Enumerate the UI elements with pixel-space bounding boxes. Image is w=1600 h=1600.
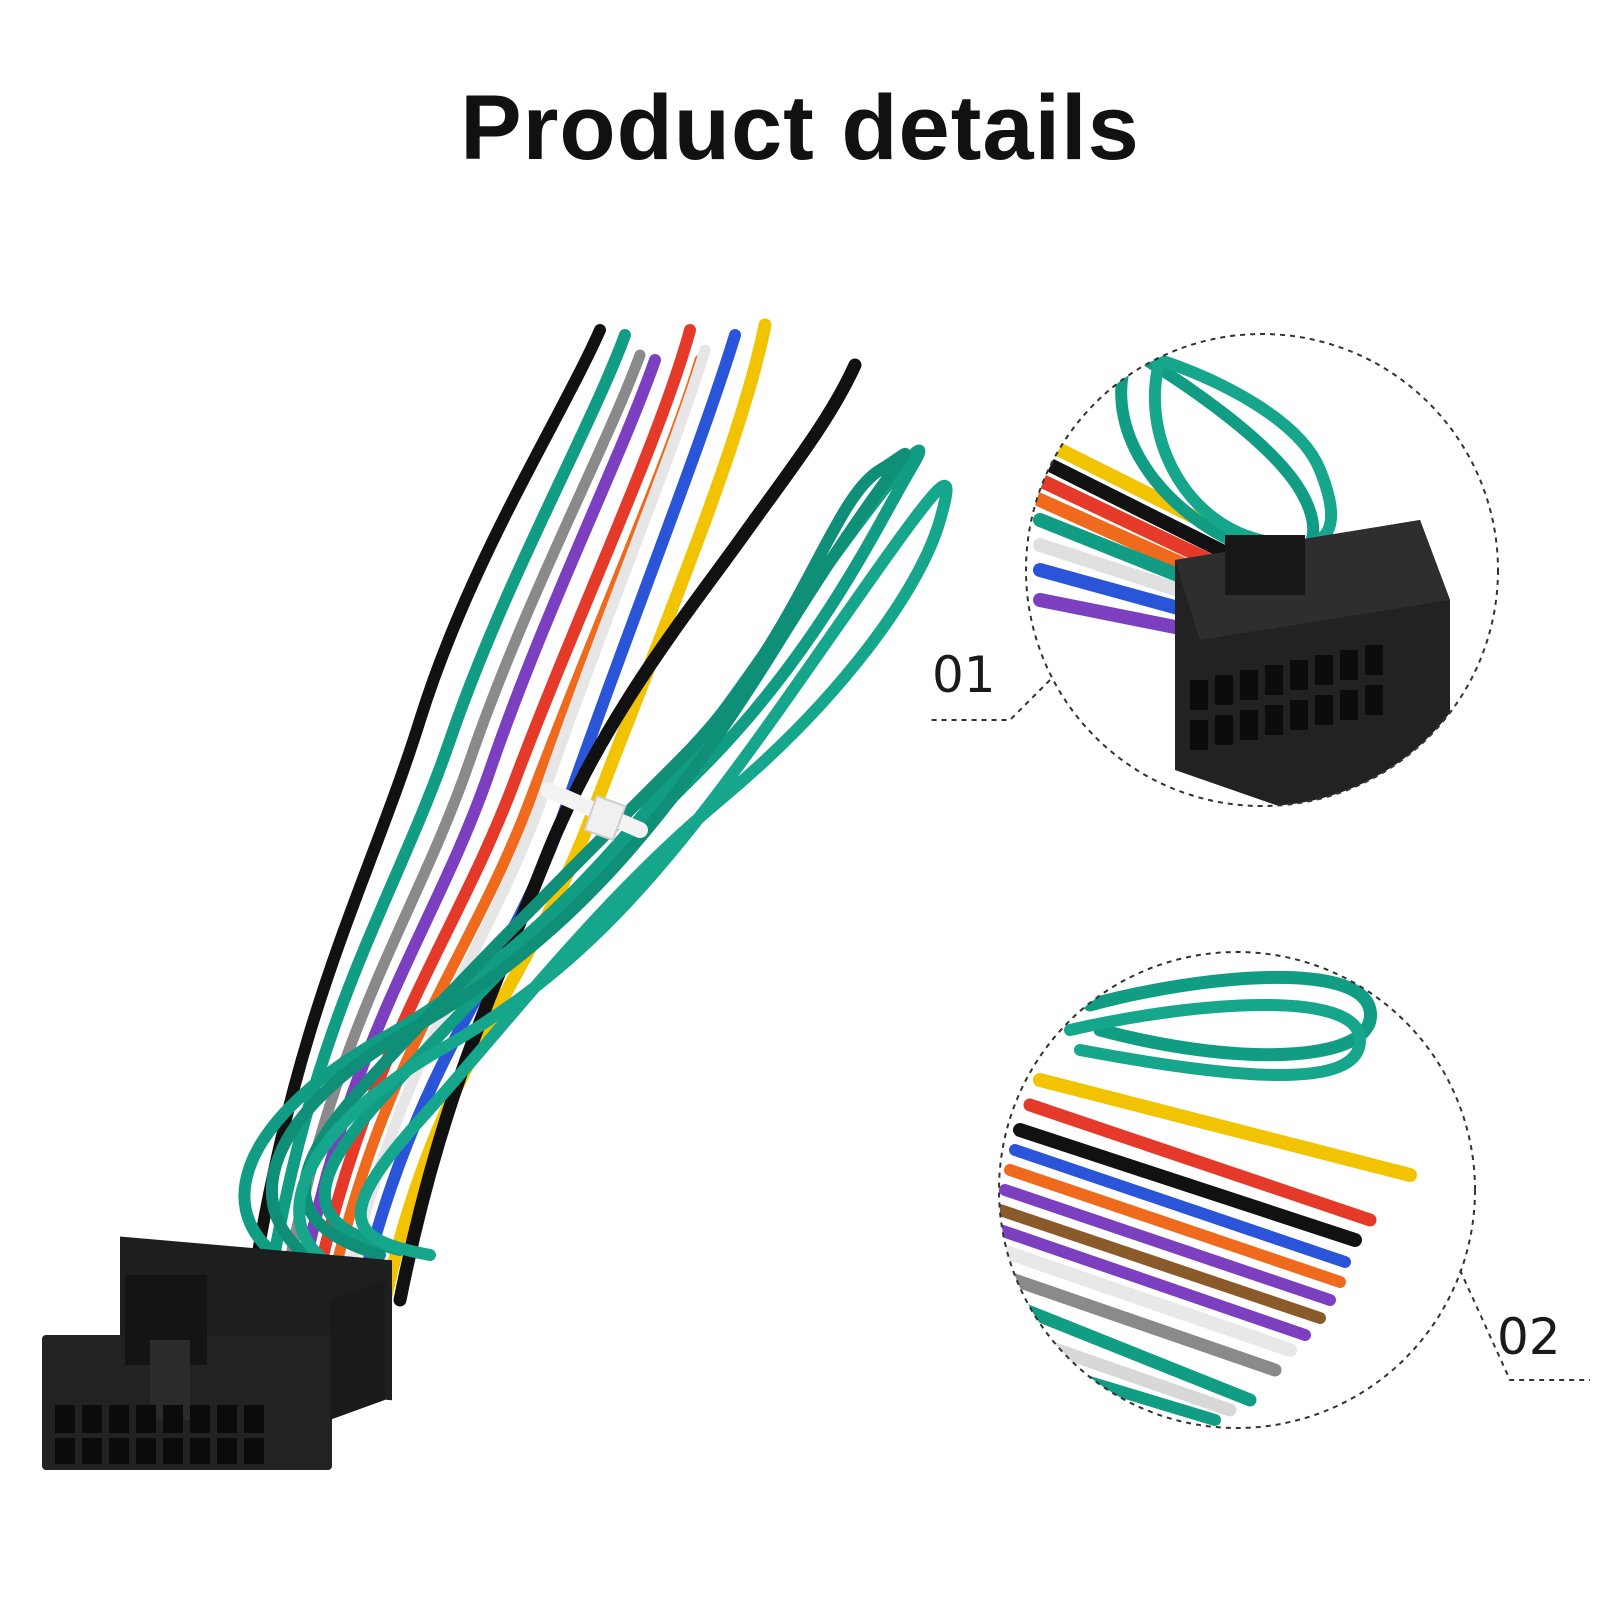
callout-label-01: 01 xyxy=(932,646,996,704)
closeup-01 xyxy=(930,333,1499,807)
callout-label-02: 02 xyxy=(1497,1308,1561,1366)
leader-line-02 xyxy=(1459,1269,1590,1381)
wire-harness xyxy=(238,318,953,1307)
dashed-circle-01 xyxy=(1025,333,1499,807)
closeup-02 xyxy=(998,951,1590,1429)
page-title: Product details xyxy=(460,77,1140,179)
dashed-circle-02 xyxy=(998,951,1476,1429)
main-connector xyxy=(42,1236,392,1470)
